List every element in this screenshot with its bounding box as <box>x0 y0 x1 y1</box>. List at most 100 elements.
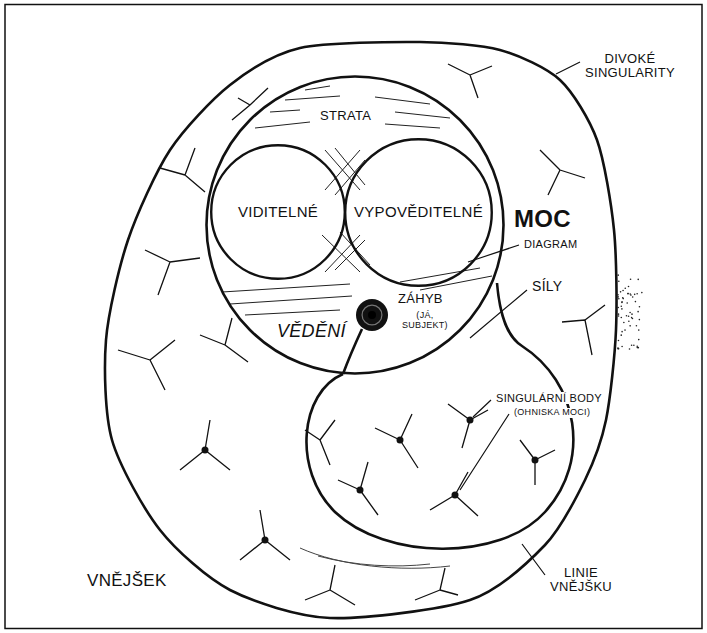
force-stroke <box>430 472 478 516</box>
circle-outline <box>345 139 492 286</box>
fold-label: ZÁHYB <box>396 292 445 306</box>
stipple-dot <box>631 317 633 319</box>
stipple-dot <box>636 293 638 295</box>
stipple <box>617 274 642 349</box>
stipple-dot <box>618 298 620 300</box>
visible-label: VIDITELNÉ <box>236 204 320 221</box>
stipple-dot <box>636 347 638 349</box>
stipple-dot <box>629 293 631 295</box>
stipple-dot <box>622 297 624 299</box>
stipple-dot <box>637 279 639 281</box>
power-foci-note: (OHNISKA MOCI) <box>512 408 592 418</box>
stipple-dot <box>618 340 620 342</box>
stipple-dot <box>621 302 623 304</box>
lobe-shadow <box>300 548 450 568</box>
stipple-dot <box>624 329 626 331</box>
singular-point <box>202 447 209 454</box>
singular-point <box>467 417 474 424</box>
stipple-dot <box>636 325 638 327</box>
force-stroke <box>232 88 268 120</box>
stipple-dot <box>629 325 631 327</box>
stipple-dot <box>630 279 632 281</box>
force-stroke <box>375 414 418 468</box>
force-stroke <box>118 340 175 390</box>
fold-note: (JÁ, SUBJEKT) <box>400 311 450 331</box>
stipple-dot <box>633 344 635 346</box>
stipple-dot <box>631 313 633 315</box>
stipple-dot <box>617 347 619 349</box>
stipple-dot <box>629 348 631 350</box>
stipple-dot <box>635 301 637 303</box>
stipple-dot <box>626 302 628 304</box>
diagram-label: DIAGRAM <box>522 238 579 250</box>
stipple-dot <box>618 315 620 317</box>
fold-dot <box>356 299 388 331</box>
stipple-dot <box>636 345 638 347</box>
stipple-dot <box>634 294 636 296</box>
frame <box>5 5 702 629</box>
singular-points-label: SINGULÁRNÍ BODY <box>494 392 604 404</box>
stipple-dot <box>629 312 631 314</box>
force-stroke <box>540 150 585 195</box>
stipple-dot <box>631 344 633 346</box>
fold-core <box>368 311 376 319</box>
stipple-dot <box>628 315 630 317</box>
stipple-dot <box>639 306 641 308</box>
fold-point: ZÁHYB (JÁ, SUBJEKT) <box>354 292 452 333</box>
singular-point <box>357 487 364 494</box>
strata-hatching <box>222 86 492 315</box>
fold-ring <box>362 305 382 325</box>
stipple-dot <box>639 319 641 321</box>
stipple-dot <box>618 280 620 282</box>
stipple-dot <box>638 339 640 341</box>
stipple-dot <box>621 317 623 319</box>
stipple-dot <box>641 292 643 294</box>
force-stroke <box>448 404 488 448</box>
stipple-dot <box>617 307 619 309</box>
singular-point <box>397 437 404 444</box>
stipple-dot <box>638 329 640 331</box>
force-stroke <box>415 568 458 600</box>
knowledge-circle: STRATAVĚDĚNÍVIDITELNÉVYPOVĚDITELNÉZÁHYB(… <box>205 75 505 375</box>
wild-singularities-label: DIVOKÉ SINGULARITY <box>583 52 677 81</box>
stipple-dot <box>628 320 630 322</box>
stipple-dot <box>618 348 620 350</box>
stipple-dot <box>617 348 619 350</box>
singular-point <box>532 457 539 464</box>
stipple-dot <box>624 287 626 289</box>
force-stroke <box>145 250 200 295</box>
stipple-dot <box>617 274 619 276</box>
force-stroke <box>562 305 605 355</box>
power-label: MOC <box>512 206 573 232</box>
force-stroke <box>240 510 290 560</box>
circle-outline <box>211 145 345 279</box>
force-stroke <box>520 440 555 485</box>
force-stroke <box>305 565 355 605</box>
stipple-dot <box>627 293 629 295</box>
stipple-dot <box>628 286 630 288</box>
force-stroke <box>160 148 205 192</box>
outside-label: VNĚJŠEK <box>85 572 169 591</box>
stipple-dot <box>621 301 623 303</box>
stipple-dot <box>618 313 620 315</box>
stipple-dot <box>627 293 629 295</box>
stipple-dot <box>626 315 628 317</box>
statable-circle: VYPOVĚDITELNÉ <box>344 138 493 287</box>
force-lines <box>118 64 605 605</box>
stipple-dot <box>617 294 619 296</box>
singular-point <box>452 492 459 499</box>
stipple-dot <box>623 322 625 324</box>
forces-label: SÍLY <box>530 279 565 294</box>
visible-circle: VIDITELNÉ <box>210 144 346 280</box>
knowledge-outline <box>207 77 504 374</box>
leader-lines <box>460 62 580 575</box>
force-stroke <box>180 420 230 470</box>
outside-line <box>105 42 617 618</box>
stipple-dot <box>621 308 623 310</box>
stipple-dot <box>632 296 634 298</box>
force-stroke <box>338 462 378 515</box>
stipple-dot <box>620 334 622 336</box>
statable-label: VYPOVĚDITELNÉ <box>352 204 485 221</box>
